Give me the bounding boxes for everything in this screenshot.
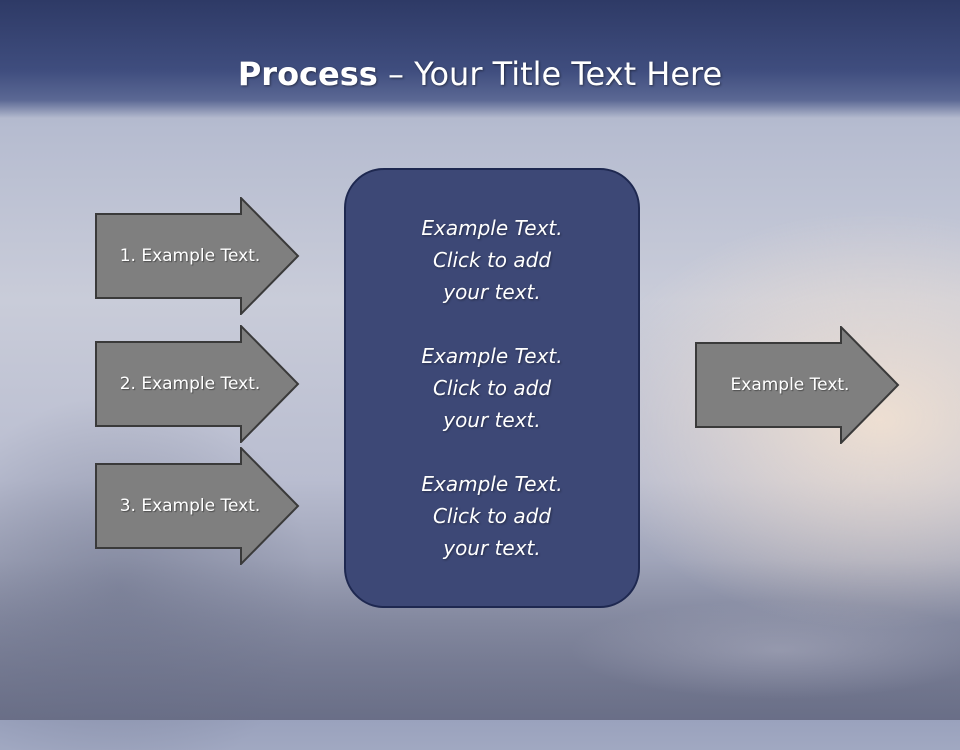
- arrow-shape: [95, 197, 300, 315]
- left-arrow-2-label: 2. Example Text.: [119, 374, 261, 394]
- center-text-item-2[interactable]: Example Text. Click to add your text.: [421, 344, 563, 432]
- center-text-item-3[interactable]: Example Text. Click to add your text.: [421, 472, 563, 560]
- center-text-item-1[interactable]: Example Text. Click to add your text.: [421, 216, 563, 304]
- arrow-shape: [95, 325, 300, 443]
- right-arrow[interactable]: Example Text.: [695, 326, 900, 444]
- slide-title-rest: – Your Title Text Here: [377, 55, 723, 93]
- arrow-shape: [695, 326, 900, 444]
- left-arrow-3[interactable]: 3. Example Text.: [95, 447, 300, 565]
- center-text-box[interactable]: Example Text. Click to add your text. Ex…: [344, 168, 640, 608]
- title-bar: [0, 0, 960, 118]
- arrow-shape: [95, 447, 300, 565]
- left-arrow-2[interactable]: 2. Example Text.: [95, 325, 300, 443]
- left-arrow-3-label: 3. Example Text.: [119, 496, 261, 516]
- slide-title[interactable]: Process – Your Title Text Here: [0, 52, 960, 96]
- slide-title-bold: Process: [237, 55, 378, 93]
- left-arrow-1-label: 1. Example Text.: [119, 246, 261, 266]
- left-arrow-1[interactable]: 1. Example Text.: [95, 197, 300, 315]
- right-arrow-label: Example Text.: [730, 375, 850, 395]
